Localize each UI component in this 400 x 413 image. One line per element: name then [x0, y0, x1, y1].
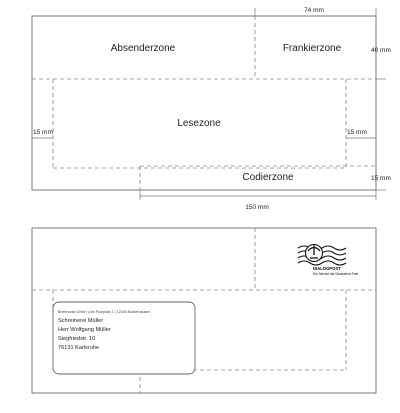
envelope-outline: [31, 15, 377, 191]
dim-label-left-margin: 15 mm: [33, 129, 53, 136]
example-envelope-outline: [31, 227, 377, 394]
zone-label-lese: Lesezone: [177, 118, 221, 129]
stamp-sub: Ein Service der Deutschen Post: [313, 272, 358, 276]
address-line-4: 76131 Karlsruhe: [58, 345, 99, 351]
example-envelope: Briefmarke GmbH | Am Postplatz 1 | 12345…: [31, 227, 377, 394]
zone-label-codier: Codierzone: [242, 172, 294, 183]
stamp-brand: DIALOGPOST: [313, 266, 341, 271]
dim-label-top-width: 74 mm: [304, 7, 324, 14]
dim-label-right-height: 40 mm: [371, 47, 391, 54]
address-line-3: Siegfriedstr. 10: [58, 336, 95, 342]
dim-label-right-margin: 15 mm: [347, 129, 367, 136]
dim-label-bottom-width: 150 mm: [245, 204, 268, 211]
dialogpost-stamp: DIALOGPOST Ein Service der Deutschen Pos…: [297, 243, 358, 276]
zone-envelope: Absenderzone Frankierzone Lesezone Codie…: [31, 7, 391, 211]
zone-label-frankier: Frankierzone: [283, 43, 342, 54]
dim-label-bottom-height: 15 mm: [371, 175, 391, 182]
address-line-2: Herr Wolfgang Müller: [58, 327, 111, 333]
zone-label-absender: Absenderzone: [111, 43, 176, 54]
address-window: [52, 301, 196, 375]
address-line-1: Schreinerei Müller: [58, 318, 103, 324]
sender-line: Briefmarke GmbH | Am Postplatz 1 | 12345…: [58, 310, 150, 314]
post-horn-icon: [304, 243, 324, 263]
